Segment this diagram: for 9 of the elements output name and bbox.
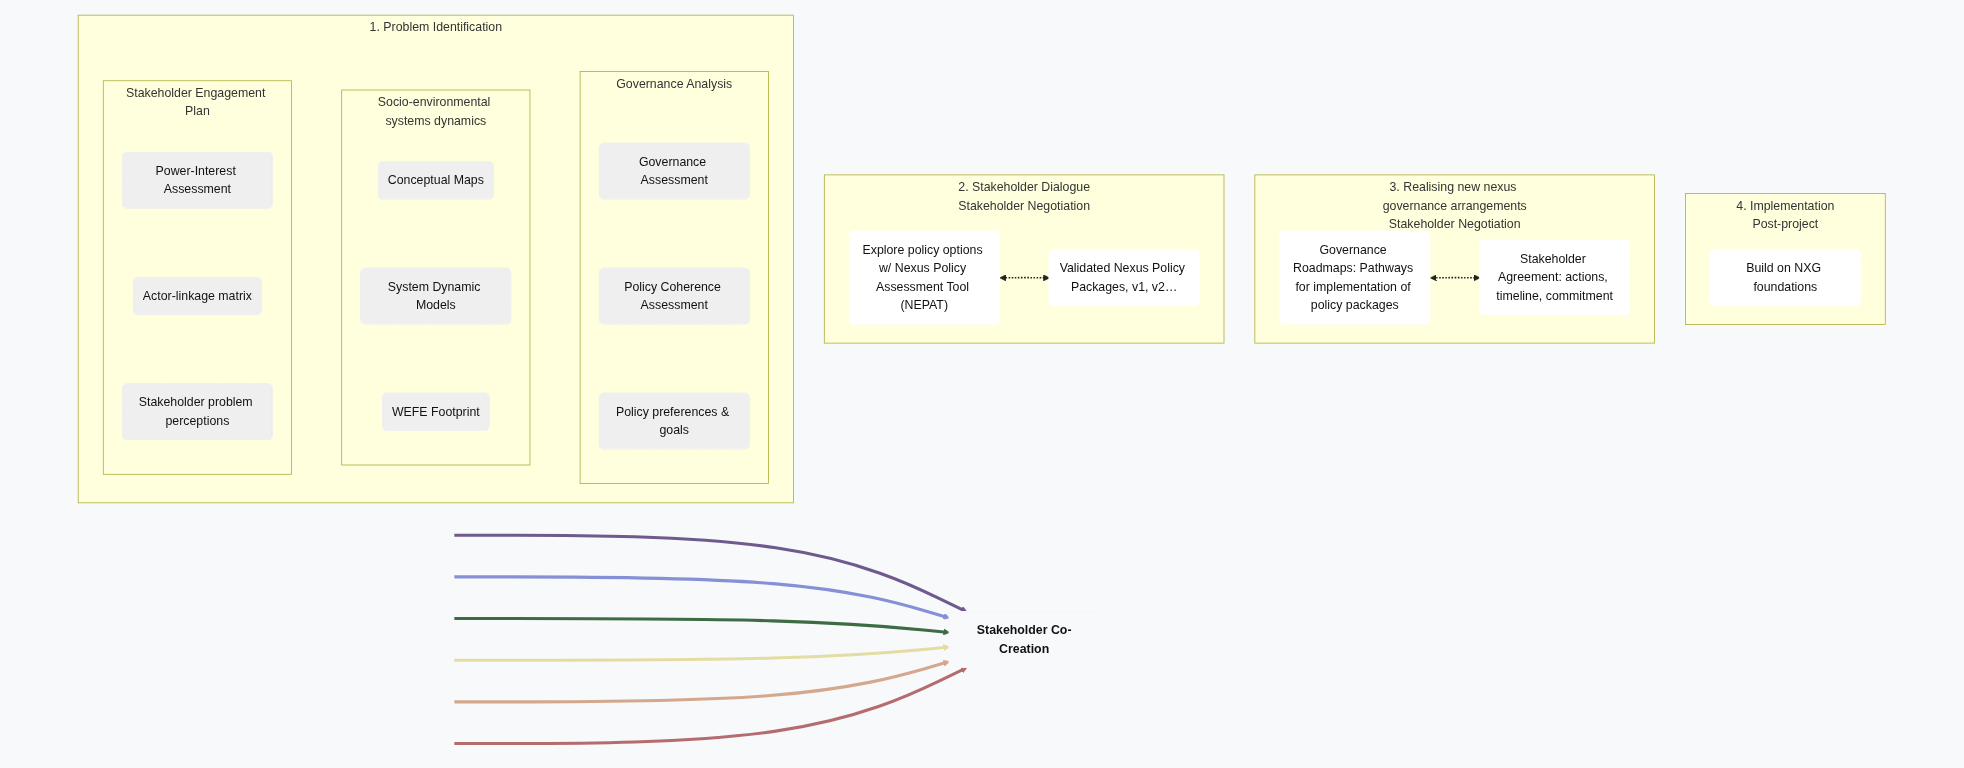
arrow	[454, 617, 951, 636]
arrow	[454, 575, 951, 620]
node-text: Stakeholder Co-Creation	[977, 623, 1072, 655]
arrow	[1430, 274, 1481, 282]
arrow	[454, 667, 968, 746]
arrow	[454, 659, 951, 704]
arrow	[454, 533, 968, 613]
arrow	[999, 274, 1051, 282]
arrow	[454, 644, 951, 662]
